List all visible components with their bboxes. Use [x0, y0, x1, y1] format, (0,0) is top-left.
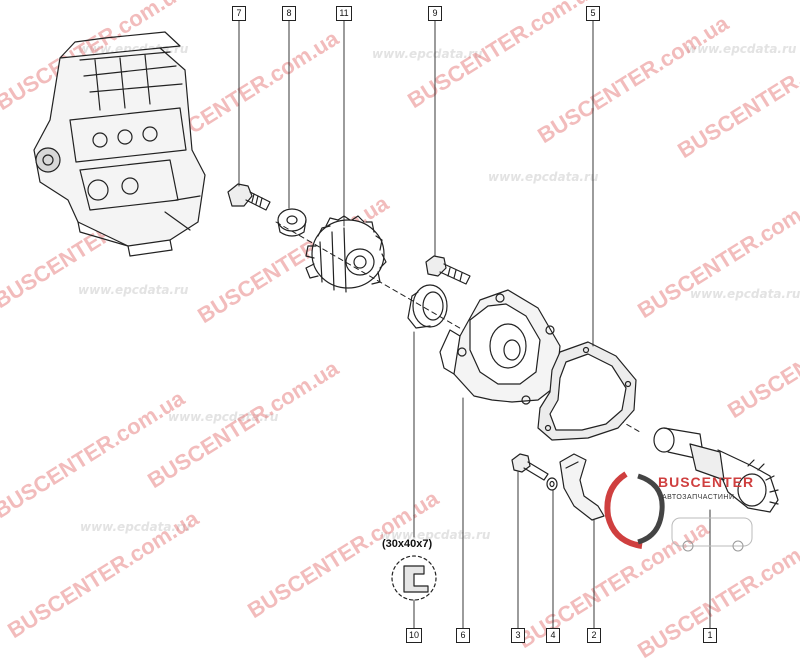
- callout-label: 7: [232, 6, 246, 21]
- callout-label: 4: [546, 628, 560, 643]
- washer-part-4: [546, 477, 558, 491]
- gasket-part-5: [537, 341, 637, 441]
- bolt-part-9: [425, 255, 471, 285]
- callout-label: 1: [703, 628, 717, 643]
- callout-label: 10: [406, 628, 422, 643]
- oil-seal-part-10: [407, 284, 448, 329]
- callout-label: 5: [586, 6, 600, 21]
- washer-part-8: [277, 208, 307, 237]
- callout-label: 3: [511, 628, 525, 643]
- brand-logo-tagline: АВТОЗАПЧАСТИНИ: [662, 494, 735, 501]
- callout-label: 8: [282, 6, 296, 21]
- brand-logo-mark: [604, 471, 753, 552]
- seal-size-label: (30x40x7): [382, 538, 433, 550]
- brand-logo-name: BUSCENTER: [658, 474, 755, 490]
- callout-label: 6: [456, 628, 470, 643]
- pump-shaft-part-1: [653, 427, 779, 513]
- pump-housing-part-6: [439, 289, 561, 405]
- leader-lines: [238, 17, 711, 631]
- callout-label: 2: [587, 628, 601, 643]
- callout-label: 9: [428, 6, 442, 21]
- bolt-part-3: [511, 453, 549, 481]
- engine-block-illustration: [33, 31, 206, 257]
- bolt-part-7: [227, 183, 271, 211]
- brand-logo: BUSCENTER АВТОЗАПЧАСТИНИ: [602, 466, 798, 556]
- bracket-part-2: [559, 453, 605, 521]
- callout-label: 11: [336, 6, 352, 21]
- toothed-pulley-part-11: [305, 215, 387, 293]
- seal-section-inset: [391, 555, 437, 601]
